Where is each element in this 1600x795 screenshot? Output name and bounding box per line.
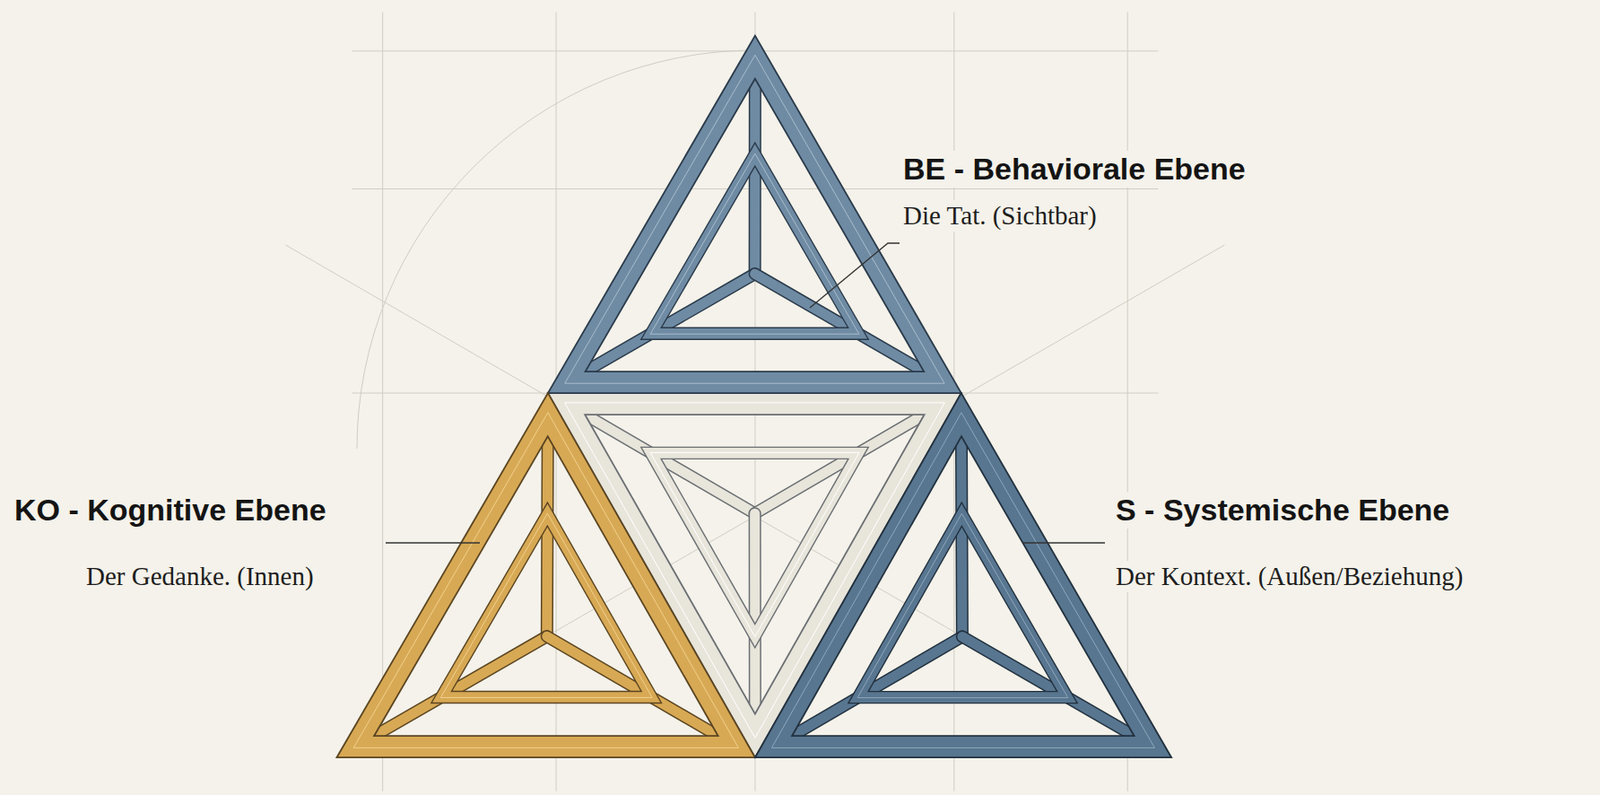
construction-line <box>286 244 1173 757</box>
level-heading: BE - Behaviorale Ebene <box>900 150 1249 188</box>
construction-line <box>382 12 383 792</box>
leader-line <box>385 541 480 543</box>
strut-outline <box>748 513 762 714</box>
level-description: Der Gedanke. (Innen) <box>83 560 317 592</box>
outer-frame <box>547 35 962 393</box>
strut-outline <box>748 78 762 274</box>
strut <box>956 435 967 636</box>
level-description: Die Tat. (Sichtbar) <box>900 200 1100 232</box>
level-heading: KO - Kognitive Ebene <box>11 491 330 529</box>
leader-line <box>1022 541 1105 543</box>
construction-line <box>336 244 1225 757</box>
strut-outline <box>540 435 555 636</box>
outer-frame-highlight <box>771 412 1155 748</box>
strut <box>749 78 760 274</box>
systemic-triangle <box>755 392 1172 757</box>
construction-lines <box>286 12 1226 792</box>
outer-frame <box>755 392 1172 757</box>
strut-outline <box>955 435 969 636</box>
outer-frame-highlight <box>565 402 946 738</box>
leader-line <box>809 243 900 308</box>
behavioral-triangle <box>547 35 962 393</box>
outer-frame <box>336 392 755 757</box>
cognitive-triangle <box>336 392 755 757</box>
strut <box>749 513 760 714</box>
strut <box>541 435 553 636</box>
outer-frame-highlight <box>353 412 739 748</box>
construction-line <box>1127 12 1129 792</box>
level-heading: S - Systemische Ebene <box>1113 491 1453 529</box>
level-description: Der Kontext. (Außen/Beziehung) <box>1113 560 1466 592</box>
outer-frame-highlight <box>565 54 945 383</box>
